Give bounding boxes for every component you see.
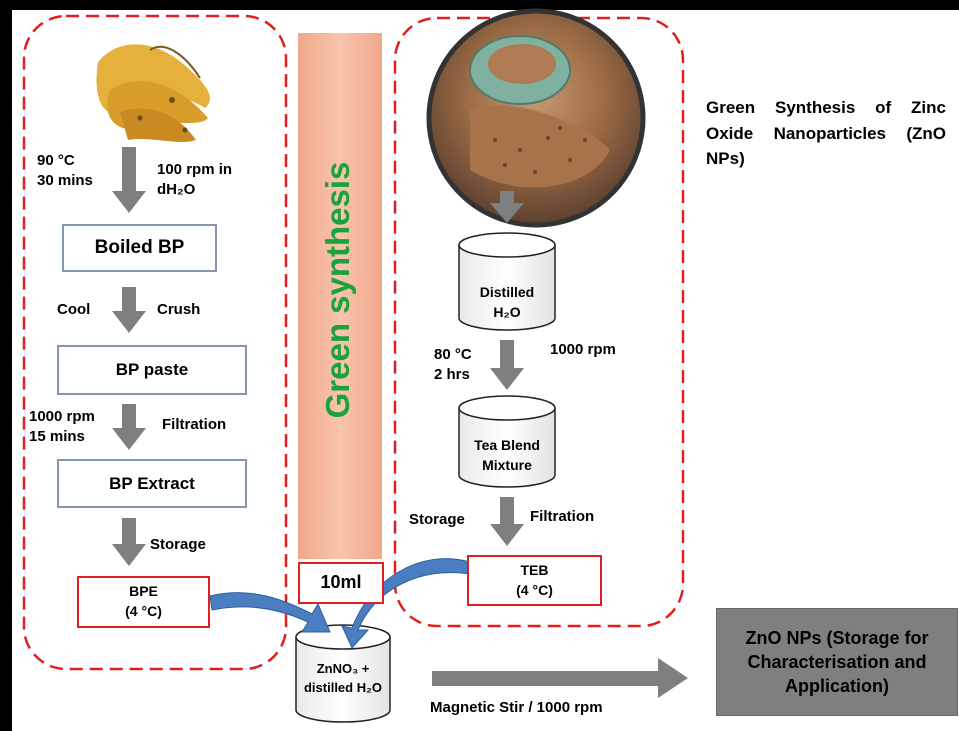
- left-arrows: [112, 147, 146, 566]
- left-arrow-1: [112, 147, 146, 213]
- bp-paste-box: BP paste: [57, 345, 247, 395]
- right-arrows: [490, 191, 524, 546]
- cylinder-tea-blend: [458, 395, 556, 488]
- teb-box: TEB(4 °C): [467, 555, 602, 606]
- left-dashed-container: [22, 14, 288, 671]
- volume-box: 10ml: [298, 562, 384, 604]
- right-step1-right: 1000 rpm: [550, 341, 616, 358]
- left-arrow-4: [112, 518, 146, 566]
- left-arrow-2: [112, 287, 146, 333]
- diagram-title: Green Synthesis of Zinc Oxide Nanopartic…: [706, 98, 946, 168]
- left-step4-right: Storage: [150, 536, 206, 553]
- left-arrow-3: [112, 404, 146, 450]
- right-arrow-3: [490, 497, 524, 546]
- boiled-bp-box: Boiled BP: [62, 224, 217, 272]
- right-step2-left: Storage: [409, 511, 465, 528]
- tea-bowl-image: [426, 8, 646, 228]
- cylinder-distilled-water: [458, 232, 556, 331]
- beaker-label: ZnNO₃ +distilled H₂O: [303, 661, 382, 695]
- bpe-box: BPE(4 °C): [77, 576, 210, 628]
- right-arrow-1: [490, 191, 524, 223]
- left-step2-right: Crush: [157, 301, 201, 318]
- right-arrow-2: [490, 340, 524, 390]
- bp-extract-box: BP Extract: [57, 459, 247, 508]
- right-step2-right: Filtration: [530, 508, 595, 525]
- magnetic-stir-label: Magnetic Stir / 1000 rpm: [430, 699, 603, 716]
- left-step3-right: Filtration: [162, 416, 227, 433]
- magnetic-stir-arrow: [432, 658, 688, 698]
- volume-label: 10ml: [320, 572, 362, 593]
- green-synthesis-label: Green synthesis: [319, 161, 356, 419]
- banana-image: [96, 44, 210, 142]
- left-step2-left: Cool: [57, 301, 91, 318]
- zno-output-box: ZnO NPs (Storage for Characterisation an…: [716, 608, 958, 716]
- curved-arrow-from-bpe: [209, 592, 331, 633]
- green-synthesis-column: [298, 33, 382, 559]
